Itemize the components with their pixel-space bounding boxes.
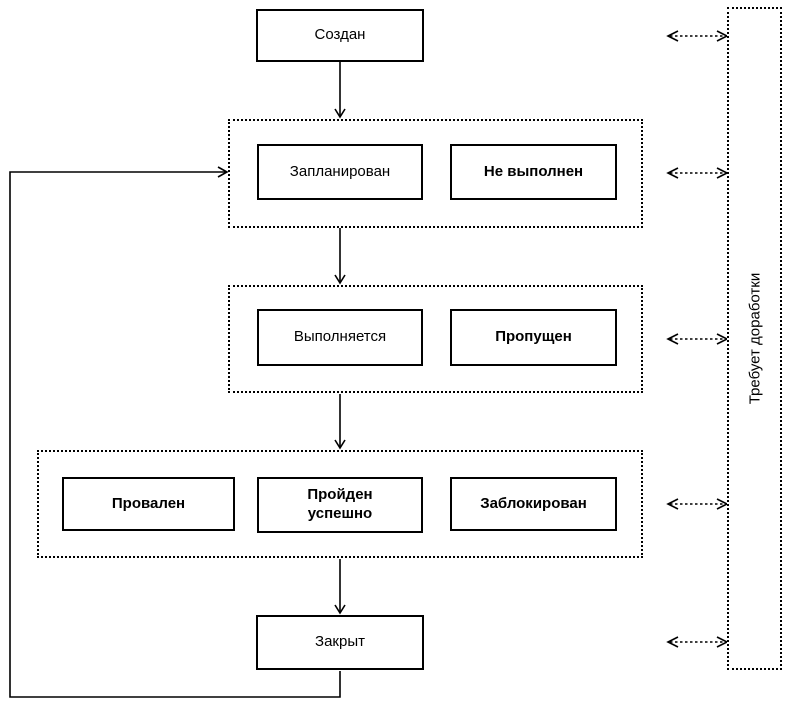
state-group-planned xyxy=(228,119,643,228)
node-created-label: Создан xyxy=(314,26,366,44)
rework-panel-label: Требует доработки xyxy=(746,272,764,405)
node-created: Создан xyxy=(256,9,424,62)
node-skipped-label: Пропущен xyxy=(495,328,572,346)
node-passed-label: Пройден успешно xyxy=(307,486,373,522)
node-in-progress-label: Выполняется xyxy=(293,328,387,346)
state-group-results xyxy=(37,450,643,558)
node-failed-label: Провален xyxy=(111,494,186,512)
rework-link-executing-group xyxy=(666,333,729,345)
arrow-executing-group-to-result-group xyxy=(334,394,346,450)
node-not-executed: Не выполнен xyxy=(450,144,617,200)
feedback-arrow-closed-to-planned-group xyxy=(9,166,341,698)
node-planned-label: Запланирован xyxy=(289,162,391,180)
node-failed: Провален xyxy=(62,477,235,531)
arrow-planned-group-to-executing-group xyxy=(334,228,346,285)
rework-link-created xyxy=(666,30,729,42)
node-skipped: Пропущен xyxy=(450,309,617,366)
rework-link-planned-group xyxy=(666,167,729,179)
node-closed-label: Закрыт xyxy=(315,633,365,651)
rework-link-closed xyxy=(666,636,729,648)
arrow-result-group-to-closed xyxy=(334,559,346,615)
node-closed: Закрыт xyxy=(256,615,424,670)
rework-link-result-group xyxy=(666,498,729,510)
state-group-executing xyxy=(228,285,643,393)
node-not-executed-label: Не выполнен xyxy=(483,162,584,180)
node-planned: Запланирован xyxy=(257,144,423,200)
node-in-progress: Выполняется xyxy=(257,309,423,366)
rework-panel: Требует доработки xyxy=(727,7,782,670)
arrow-created-to-planned-group xyxy=(334,62,346,119)
node-blocked-label: Заблокирован xyxy=(480,494,587,512)
node-passed: Пройден успешно xyxy=(257,477,423,533)
node-blocked: Заблокирован xyxy=(450,477,617,531)
